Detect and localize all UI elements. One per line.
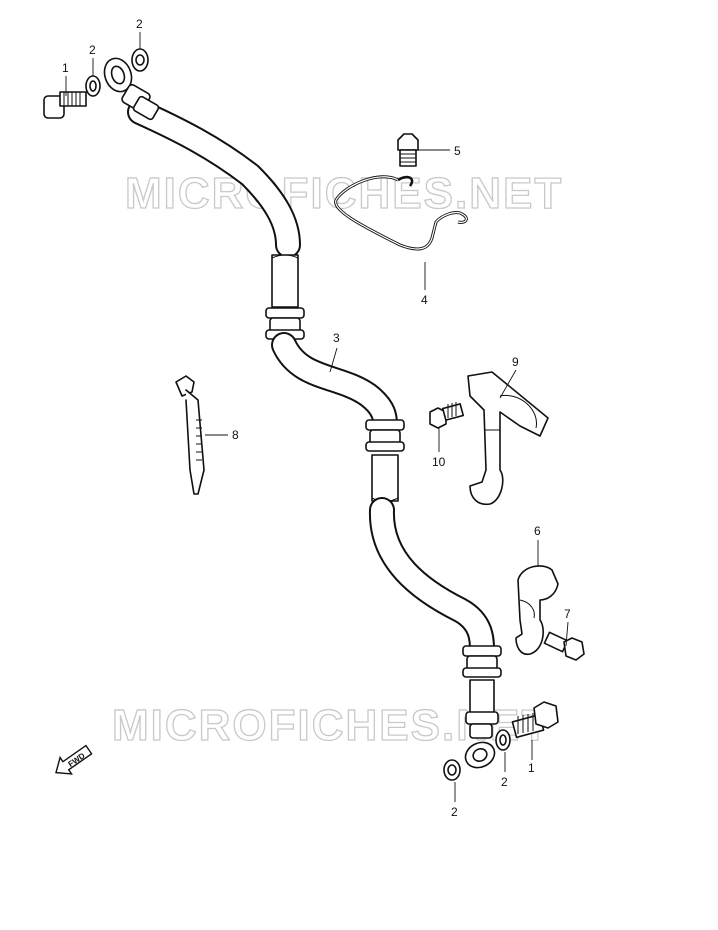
callout-7: 7 [564,607,571,621]
callout-6: 6 [534,524,541,538]
banjo-bolt-top [43,91,87,119]
brake-hose-middle [271,332,405,502]
wire-clamp-4 [334,175,468,251]
callout-2-top-right: 2 [136,17,143,31]
washer-bottom-left [443,759,461,781]
callout-2-bottom-right: 2 [501,775,508,789]
washer-top-left [85,75,101,97]
fwd-arrow-icon: FWD [55,744,93,775]
brake-hose-upper [103,57,301,258]
brake-hose-lower [368,497,502,769]
banjo-bolt-bottom [511,701,559,739]
callout-8: 8 [232,428,239,442]
callouts: 1 2 2 5 4 3 9 8 10 6 7 1 2 2 [62,17,571,819]
bolt-10 [429,402,465,429]
callout-5: 5 [454,144,461,158]
bolt-7 [543,631,585,661]
callout-3: 3 [333,331,340,345]
washer-top-right [131,48,149,72]
callout-4: 4 [421,293,428,307]
cable-tie-8 [175,375,205,495]
leader-lines [65,32,569,802]
callout-2-top-left: 2 [89,43,96,57]
callout-10: 10 [432,455,446,469]
bolt-5 [397,133,419,167]
callout-9: 9 [512,355,519,369]
callout-1-bottom: 1 [528,761,535,775]
brake-pipe-segment [265,254,305,340]
washer-bottom-right [495,729,511,751]
callout-2-bottom-left: 2 [451,805,458,819]
bracket-9 [467,371,549,506]
watermark-top: MICROFICHES.NET [125,169,563,218]
bracket-6 [515,565,559,656]
callout-1-top: 1 [62,61,69,75]
